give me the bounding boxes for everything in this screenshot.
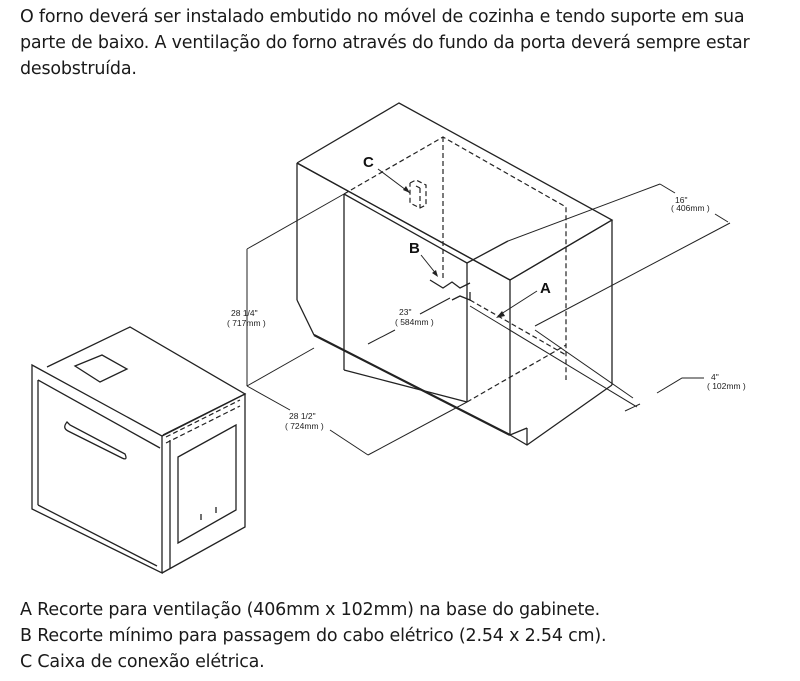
- dimension-vent-depth: 4" ( 102mm ): [469, 305, 746, 412]
- legend-text: Recorte mínimo para passagem do cabo elé…: [37, 626, 607, 646]
- dimension-height: 28 1/4" ( 717mm ): [227, 193, 345, 387]
- intro-paragraph: O forno deverá ser instalado embutido no…: [20, 4, 790, 82]
- oven-drawing: [31, 326, 247, 575]
- dimension-depth: 23" ( 584mm ): [367, 297, 451, 345]
- legend-key: B: [20, 626, 32, 646]
- svg-text:23": 23": [399, 307, 411, 317]
- svg-text:( 406mm ): ( 406mm ): [671, 203, 710, 213]
- svg-text:( 102mm ): ( 102mm ): [707, 381, 746, 391]
- legend-key: A: [20, 600, 32, 620]
- callout-a: A: [496, 280, 551, 318]
- svg-text:28 1/2": 28 1/2": [289, 411, 316, 421]
- svg-text:16": 16": [675, 195, 687, 205]
- legend-item-c: C Caixa de conexão elétrica.: [20, 649, 790, 675]
- svg-text:28 1/4": 28 1/4": [231, 308, 258, 318]
- callout-b: B: [409, 240, 438, 277]
- legend-text: Recorte para ventilação (406mm x 102mm) …: [37, 600, 601, 620]
- legend: A Recorte para ventilação (406mm x 102mm…: [20, 597, 790, 675]
- callout-c: C: [363, 154, 411, 194]
- svg-text:( 724mm ): ( 724mm ): [285, 421, 324, 431]
- cabinet-drawing: [296, 102, 614, 446]
- svg-text:B: B: [409, 240, 420, 257]
- svg-text:A: A: [540, 280, 551, 297]
- legend-item-a: A Recorte para ventilação (406mm x 102mm…: [20, 597, 790, 623]
- svg-text:C: C: [363, 154, 374, 171]
- svg-text:( 717mm ): ( 717mm ): [227, 318, 266, 328]
- legend-text: Caixa de conexão elétrica.: [37, 652, 265, 672]
- intro-text: O forno deverá ser instalado embutido no…: [20, 7, 750, 79]
- legend-key: C: [20, 652, 33, 672]
- svg-text:( 584mm ): ( 584mm ): [395, 317, 434, 327]
- dimension-width: 28 1/2" ( 724mm ): [246, 385, 468, 456]
- svg-text:4": 4": [711, 372, 719, 382]
- dimension-vent-length: 16" ( 406mm ): [507, 183, 731, 327]
- junction-box: [409, 179, 427, 209]
- legend-item-b: B Recorte mínimo para passagem do cabo e…: [20, 623, 790, 649]
